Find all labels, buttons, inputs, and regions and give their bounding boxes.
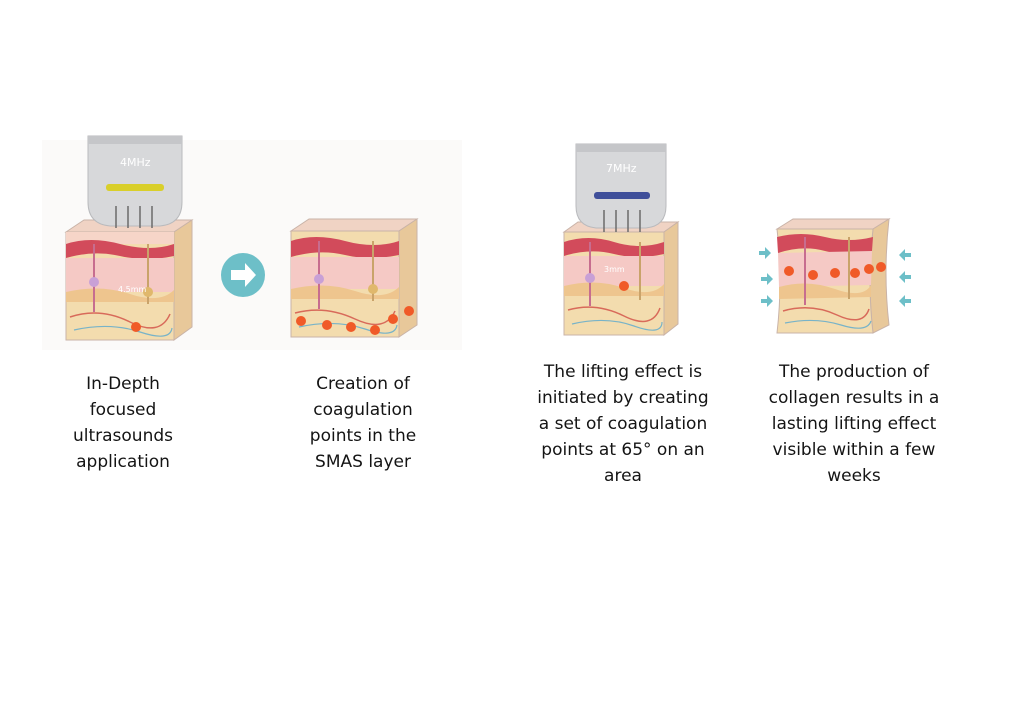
coagulation-point xyxy=(404,306,414,316)
step1-caption: In-Depth focused ultrasounds application xyxy=(48,371,198,475)
caption-line: a set of coagulation xyxy=(538,414,708,434)
caption-line: collagen results in a xyxy=(768,388,940,408)
caption-line: points at 65° on an xyxy=(541,440,705,460)
step4-caption: The production of collagen results in a … xyxy=(757,359,951,489)
caption-line: The lifting effect is xyxy=(543,362,703,382)
caption-line: In-Depth xyxy=(86,374,160,394)
coagulation-point xyxy=(808,270,818,280)
caption-line: SMAS layer xyxy=(315,452,411,472)
ultrasound-probe: 7MHz xyxy=(575,143,667,232)
coagulation-point xyxy=(296,316,306,326)
coagulation-point xyxy=(864,264,874,274)
caption-line: application xyxy=(76,452,170,472)
coagulation-point xyxy=(850,268,860,278)
caption-line: coagulation xyxy=(313,400,413,420)
coagulation-point xyxy=(131,322,141,332)
coagulation-point xyxy=(784,266,794,276)
skin-block xyxy=(289,218,419,338)
caption-line: The production of xyxy=(778,362,930,382)
step3-illustration: 3mm 7MHz xyxy=(562,143,680,337)
caption-line: area xyxy=(604,466,642,486)
step2-caption: Creation of coagulation points in the SM… xyxy=(288,371,438,475)
step2-illustration xyxy=(289,218,419,338)
caption-line: initiated by creating xyxy=(537,388,709,408)
coagulation-point xyxy=(388,314,398,324)
coagulation-point xyxy=(876,262,886,272)
inward-arrow-icon xyxy=(899,295,911,307)
coagulation-point xyxy=(370,325,380,335)
caption-line: ultrasounds xyxy=(72,426,174,446)
inward-arrow-icon xyxy=(899,249,911,261)
inward-arrow-icon xyxy=(761,295,773,307)
caption-line: Creation of xyxy=(316,374,410,394)
probe-frequency-label: 7MHz xyxy=(606,162,637,175)
inward-arrow-icon xyxy=(761,273,773,285)
depth-label: 3mm xyxy=(604,265,625,274)
step3-caption: The lifting effect is initiated by creat… xyxy=(528,359,718,489)
inward-arrow-icon xyxy=(759,247,771,259)
skin-block xyxy=(775,218,891,334)
right-arrow-icon xyxy=(221,253,265,297)
step4-illustration xyxy=(759,218,911,334)
caption-line: focused xyxy=(89,400,157,420)
coagulation-point xyxy=(322,320,332,330)
probe-tag xyxy=(106,184,164,191)
caption-line: weeks xyxy=(827,466,881,486)
probe-frequency-label: 4MHz xyxy=(120,156,151,169)
skin-block: 4.5mm xyxy=(64,219,194,341)
skin-block: 3mm xyxy=(562,221,680,337)
ultrasound-probe: 4MHz xyxy=(87,135,183,228)
caption-line: points in the xyxy=(309,426,417,446)
coagulation-point xyxy=(346,322,356,332)
probe-tag xyxy=(594,192,650,199)
caption-line: visible within a few xyxy=(772,440,936,460)
depth-label: 4.5mm xyxy=(118,285,147,294)
step1-illustration: 4.5mm 4MHz xyxy=(64,135,194,341)
caption-line: lasting lifting effect xyxy=(771,414,937,434)
coagulation-point xyxy=(619,281,629,291)
coagulation-point xyxy=(830,268,840,278)
inward-arrow-icon xyxy=(899,271,911,283)
